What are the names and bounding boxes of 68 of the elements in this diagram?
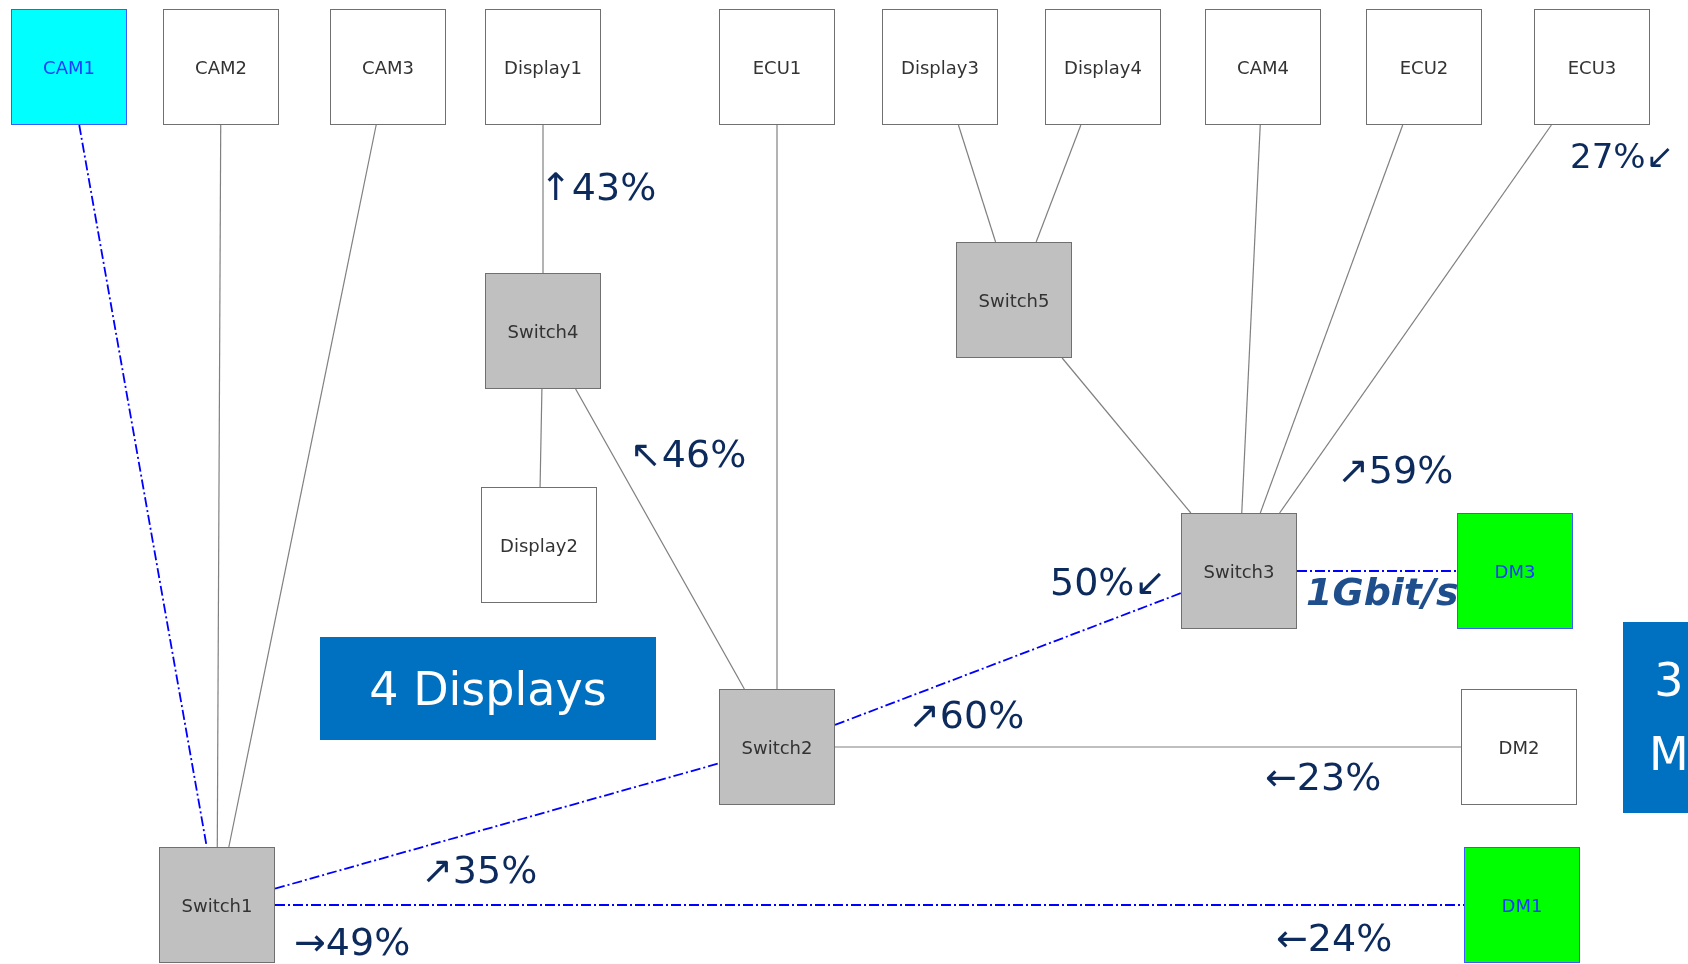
node-label: CAM4	[1237, 56, 1289, 78]
node-label: Display3	[901, 56, 979, 78]
node-label: Switch2	[741, 736, 813, 758]
node-box	[1534, 9, 1650, 125]
node-label: Switch1	[181, 894, 253, 916]
link-line	[216, 124, 222, 848]
node-box	[481, 487, 597, 603]
switch-box	[1181, 513, 1297, 629]
camera-box	[11, 9, 127, 125]
node-box	[719, 9, 835, 125]
link-line	[1035, 124, 1082, 243]
node-label: DM1	[1501, 894, 1543, 916]
node-label: Display2	[500, 534, 578, 556]
switch-box	[159, 847, 275, 963]
node-label: CAM1	[43, 56, 95, 78]
switch-box	[956, 242, 1072, 358]
node-label: ECU3	[1567, 56, 1617, 78]
link-line	[1061, 357, 1192, 514]
link-line	[228, 124, 377, 848]
node-label: 3 M	[1649, 651, 1688, 783]
bandwidth-label: 1Gbit/s	[1306, 573, 1459, 611]
device-box	[1457, 513, 1573, 629]
node-box	[485, 9, 601, 125]
link-line	[542, 124, 544, 274]
link-line	[1241, 124, 1261, 514]
load-percentage-label: ←23%	[1265, 758, 1382, 796]
node-label: Switch4	[507, 320, 579, 342]
load-percentage-label: ↗59%	[1337, 451, 1454, 489]
node-label: CAM3	[362, 56, 414, 78]
node-box	[163, 9, 279, 125]
link-line	[776, 124, 778, 690]
node-box	[330, 9, 446, 125]
link-line	[575, 388, 745, 690]
switch-box	[485, 273, 601, 389]
node-label: Display4	[1064, 56, 1142, 78]
node-box	[1461, 689, 1577, 805]
node-box	[1366, 9, 1482, 125]
node-label: ECU1	[752, 56, 802, 78]
load-percentage-label: ↗60%	[908, 696, 1025, 734]
load-percentage-label: 27%↙	[1570, 139, 1675, 173]
device-box	[1464, 847, 1580, 963]
node-box	[882, 9, 998, 125]
node-label: Switch3	[1203, 560, 1275, 582]
load-percentage-label: ←24%	[1276, 919, 1393, 957]
node-box	[1205, 9, 1321, 125]
dash-dot-link-line	[834, 592, 1182, 726]
link-line	[834, 746, 1462, 748]
node-box	[1045, 9, 1161, 125]
load-percentage-label: ↖46%	[630, 435, 747, 473]
load-percentage-label: →49%	[294, 923, 411, 961]
load-percentage-label: ↗35%	[421, 851, 538, 889]
banner-box	[320, 637, 656, 740]
dash-dot-link-line	[1296, 570, 1458, 572]
switch-box	[719, 689, 835, 805]
node-label: Switch5	[978, 289, 1050, 311]
node-label: DM3	[1494, 560, 1536, 582]
node-label: Display1	[504, 56, 582, 78]
link-line	[1279, 124, 1552, 514]
dash-dot-link-line	[274, 762, 720, 890]
link-line	[957, 124, 997, 243]
link-line	[1259, 124, 1404, 514]
load-percentage-label: ↑43%	[540, 168, 657, 206]
node-label: 4 Displays	[369, 661, 607, 716]
link-line	[539, 388, 543, 488]
node-label: DM2	[1498, 736, 1540, 758]
load-percentage-label: 50%↙	[1050, 563, 1167, 601]
node-label: CAM2	[195, 56, 247, 78]
node-label: ECU2	[1399, 56, 1449, 78]
